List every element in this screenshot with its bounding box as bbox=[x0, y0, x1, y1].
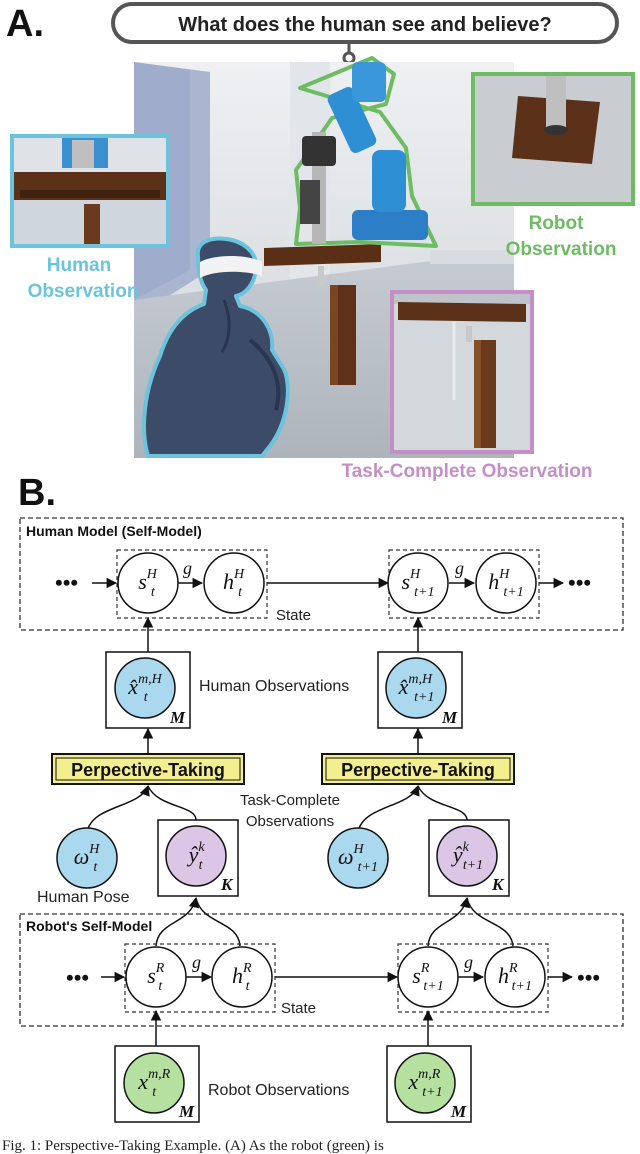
node-circle bbox=[327, 827, 389, 889]
human-observations-label: Human Observations bbox=[199, 678, 349, 695]
node-circle bbox=[397, 946, 459, 1008]
plate-robot-obs-t bbox=[114, 1045, 200, 1123]
node-circle bbox=[123, 1052, 185, 1114]
node-circle bbox=[117, 552, 179, 614]
plate-task-obs-t bbox=[157, 819, 239, 897]
robot-observations-label: Robot Observations bbox=[208, 1082, 349, 1099]
human-figure bbox=[142, 236, 290, 458]
node-circle bbox=[436, 825, 498, 887]
state-label-robot: State bbox=[281, 1000, 316, 1017]
node-circle bbox=[125, 946, 187, 1008]
perspective-taking-box-t1: Perpective-Taking bbox=[321, 753, 515, 785]
question-bubble: What does the human see and believe? bbox=[111, 2, 619, 65]
panel-a-label: A. bbox=[6, 3, 44, 45]
plate-m-label: M bbox=[169, 708, 186, 727]
plate-robot-obs-t1 bbox=[386, 1045, 472, 1123]
node-circle bbox=[114, 657, 176, 719]
human-observation-label-2: Observation bbox=[28, 281, 139, 302]
plate-k-label: K bbox=[491, 875, 505, 894]
figure-caption: Fig. 1: Perspective-Taking Example. (A) … bbox=[2, 1138, 384, 1154]
robot-observation-label-1: Robot bbox=[529, 213, 585, 234]
ellipsis-left-human: ••• bbox=[55, 570, 78, 595]
plate-k-label: K bbox=[220, 875, 234, 894]
node-circle bbox=[56, 827, 118, 889]
node-circle bbox=[203, 552, 265, 614]
node-circle bbox=[385, 657, 447, 719]
ellipsis-left-robot: ••• bbox=[66, 965, 89, 990]
ellipsis-right-robot: ••• bbox=[577, 965, 600, 990]
scene-render bbox=[134, 56, 514, 458]
plate-m-label: M bbox=[450, 1102, 467, 1121]
robot-model-box bbox=[19, 913, 624, 1027]
human-observation-inset bbox=[10, 134, 170, 248]
state-label-human: State bbox=[276, 607, 311, 624]
g-label-2: g bbox=[455, 558, 464, 578]
question-text: What does the human see and believe? bbox=[178, 14, 551, 36]
g-label-4: g bbox=[464, 952, 473, 972]
node-circle bbox=[387, 552, 449, 614]
robot-observation-inset bbox=[471, 72, 635, 206]
task-complete-label: Task-Complete Observation bbox=[342, 461, 593, 482]
ellipsis-right-human: ••• bbox=[568, 570, 591, 595]
robot-observation-label-2: Observation bbox=[506, 239, 617, 260]
human-model-title: Human Model (Self-Model) bbox=[26, 523, 202, 539]
table-top bbox=[264, 244, 381, 266]
node-circle bbox=[211, 946, 273, 1008]
plate-task-obs-t1 bbox=[428, 819, 510, 897]
robot-model-title: Robot's Self-Model bbox=[26, 918, 152, 934]
task-complete-obs-label-1: Task-Complete bbox=[240, 792, 340, 809]
panel-b-label: B. bbox=[18, 472, 56, 514]
node-circle bbox=[394, 1052, 456, 1114]
g-label-3: g bbox=[192, 952, 201, 972]
human-observation-label-1: Human bbox=[47, 255, 111, 276]
task-complete-obs-label-2: Observations bbox=[246, 813, 334, 830]
perspective-taking-box-t: Perpective-Taking bbox=[51, 753, 245, 785]
node-circle bbox=[484, 946, 546, 1008]
plate-m-label: M bbox=[441, 708, 458, 727]
robot-arm bbox=[294, 56, 438, 248]
human-model-box bbox=[19, 517, 624, 631]
perspective-taking-label: Perpective-Taking bbox=[341, 760, 495, 780]
g-label-1: g bbox=[183, 558, 192, 578]
task-complete-observation-inset bbox=[390, 290, 534, 454]
plate-m-label: M bbox=[178, 1102, 195, 1121]
node-circle bbox=[475, 552, 537, 614]
human-pose-label: Human Pose bbox=[37, 889, 130, 906]
perspective-taking-label: Perpective-Taking bbox=[71, 760, 225, 780]
node-circle bbox=[165, 825, 227, 887]
